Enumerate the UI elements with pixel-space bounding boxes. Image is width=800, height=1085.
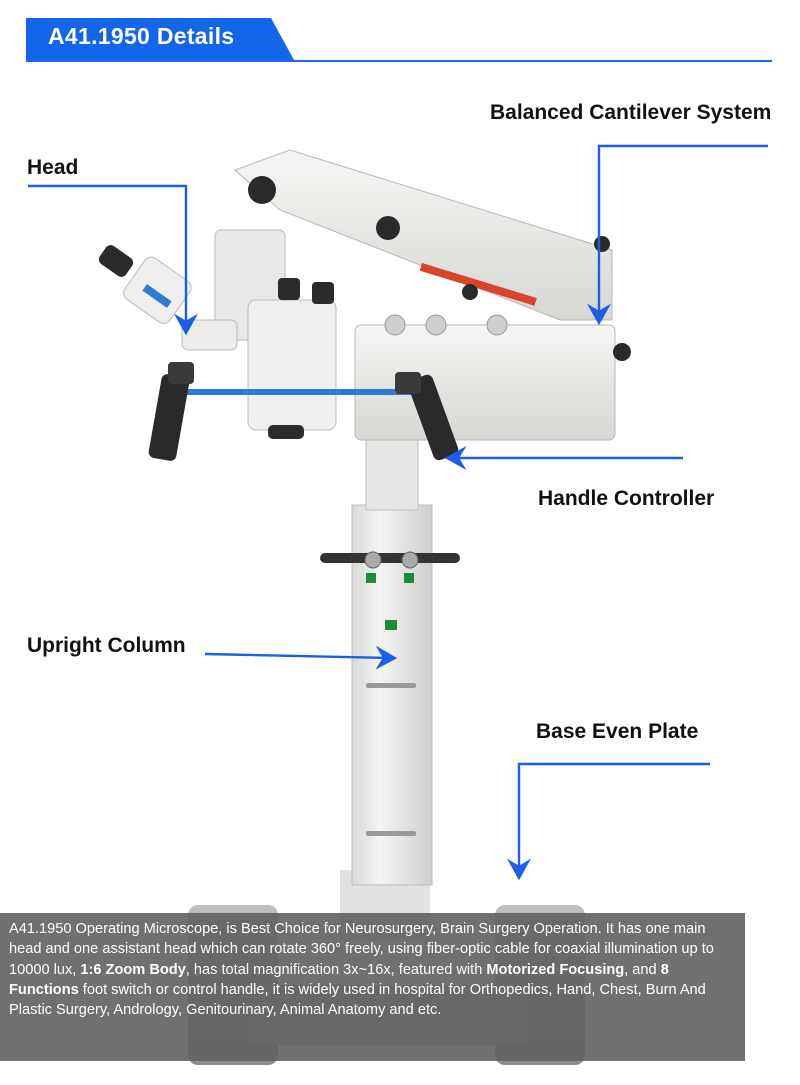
- description-text-3: , and: [624, 961, 661, 978]
- description-bold-functions: 8 Functions: [9, 961, 669, 998]
- label-base-plate: Base Even Plate: [536, 720, 699, 743]
- column-arrow: [204, 645, 398, 670]
- microscope-head: [98, 229, 459, 461]
- description-text-4: foot switch or control handle, it is wid…: [9, 981, 706, 1019]
- page-title: A41.1950 Details: [48, 23, 235, 49]
- header-divider: [26, 60, 772, 62]
- base-arrow: [507, 762, 710, 881]
- header-tab: [26, 18, 294, 60]
- label-cantilever: Balanced Cantilever System: [490, 101, 772, 124]
- description-text-1: A41.1950 Operating Microscope, is Best C…: [9, 921, 714, 978]
- label-upright-column: Upright Column: [27, 634, 186, 657]
- label-handle-controller: Handle Controller: [538, 487, 715, 510]
- head-arrow: [28, 184, 198, 336]
- description-panel: A41.1950 Operating Microscope, is Best C…: [0, 913, 745, 1061]
- cantilever-arrow: [587, 144, 768, 326]
- callout-arrows: [28, 144, 768, 881]
- upright-column: [320, 439, 460, 886]
- label-head: Head: [27, 156, 79, 179]
- description-bold-zoom: 1:6 Zoom Body: [80, 961, 186, 978]
- description-text-2: , has total magnification 3x~16x, featur…: [185, 961, 487, 978]
- description-bold-focusing: Motorized Focusing: [486, 961, 625, 978]
